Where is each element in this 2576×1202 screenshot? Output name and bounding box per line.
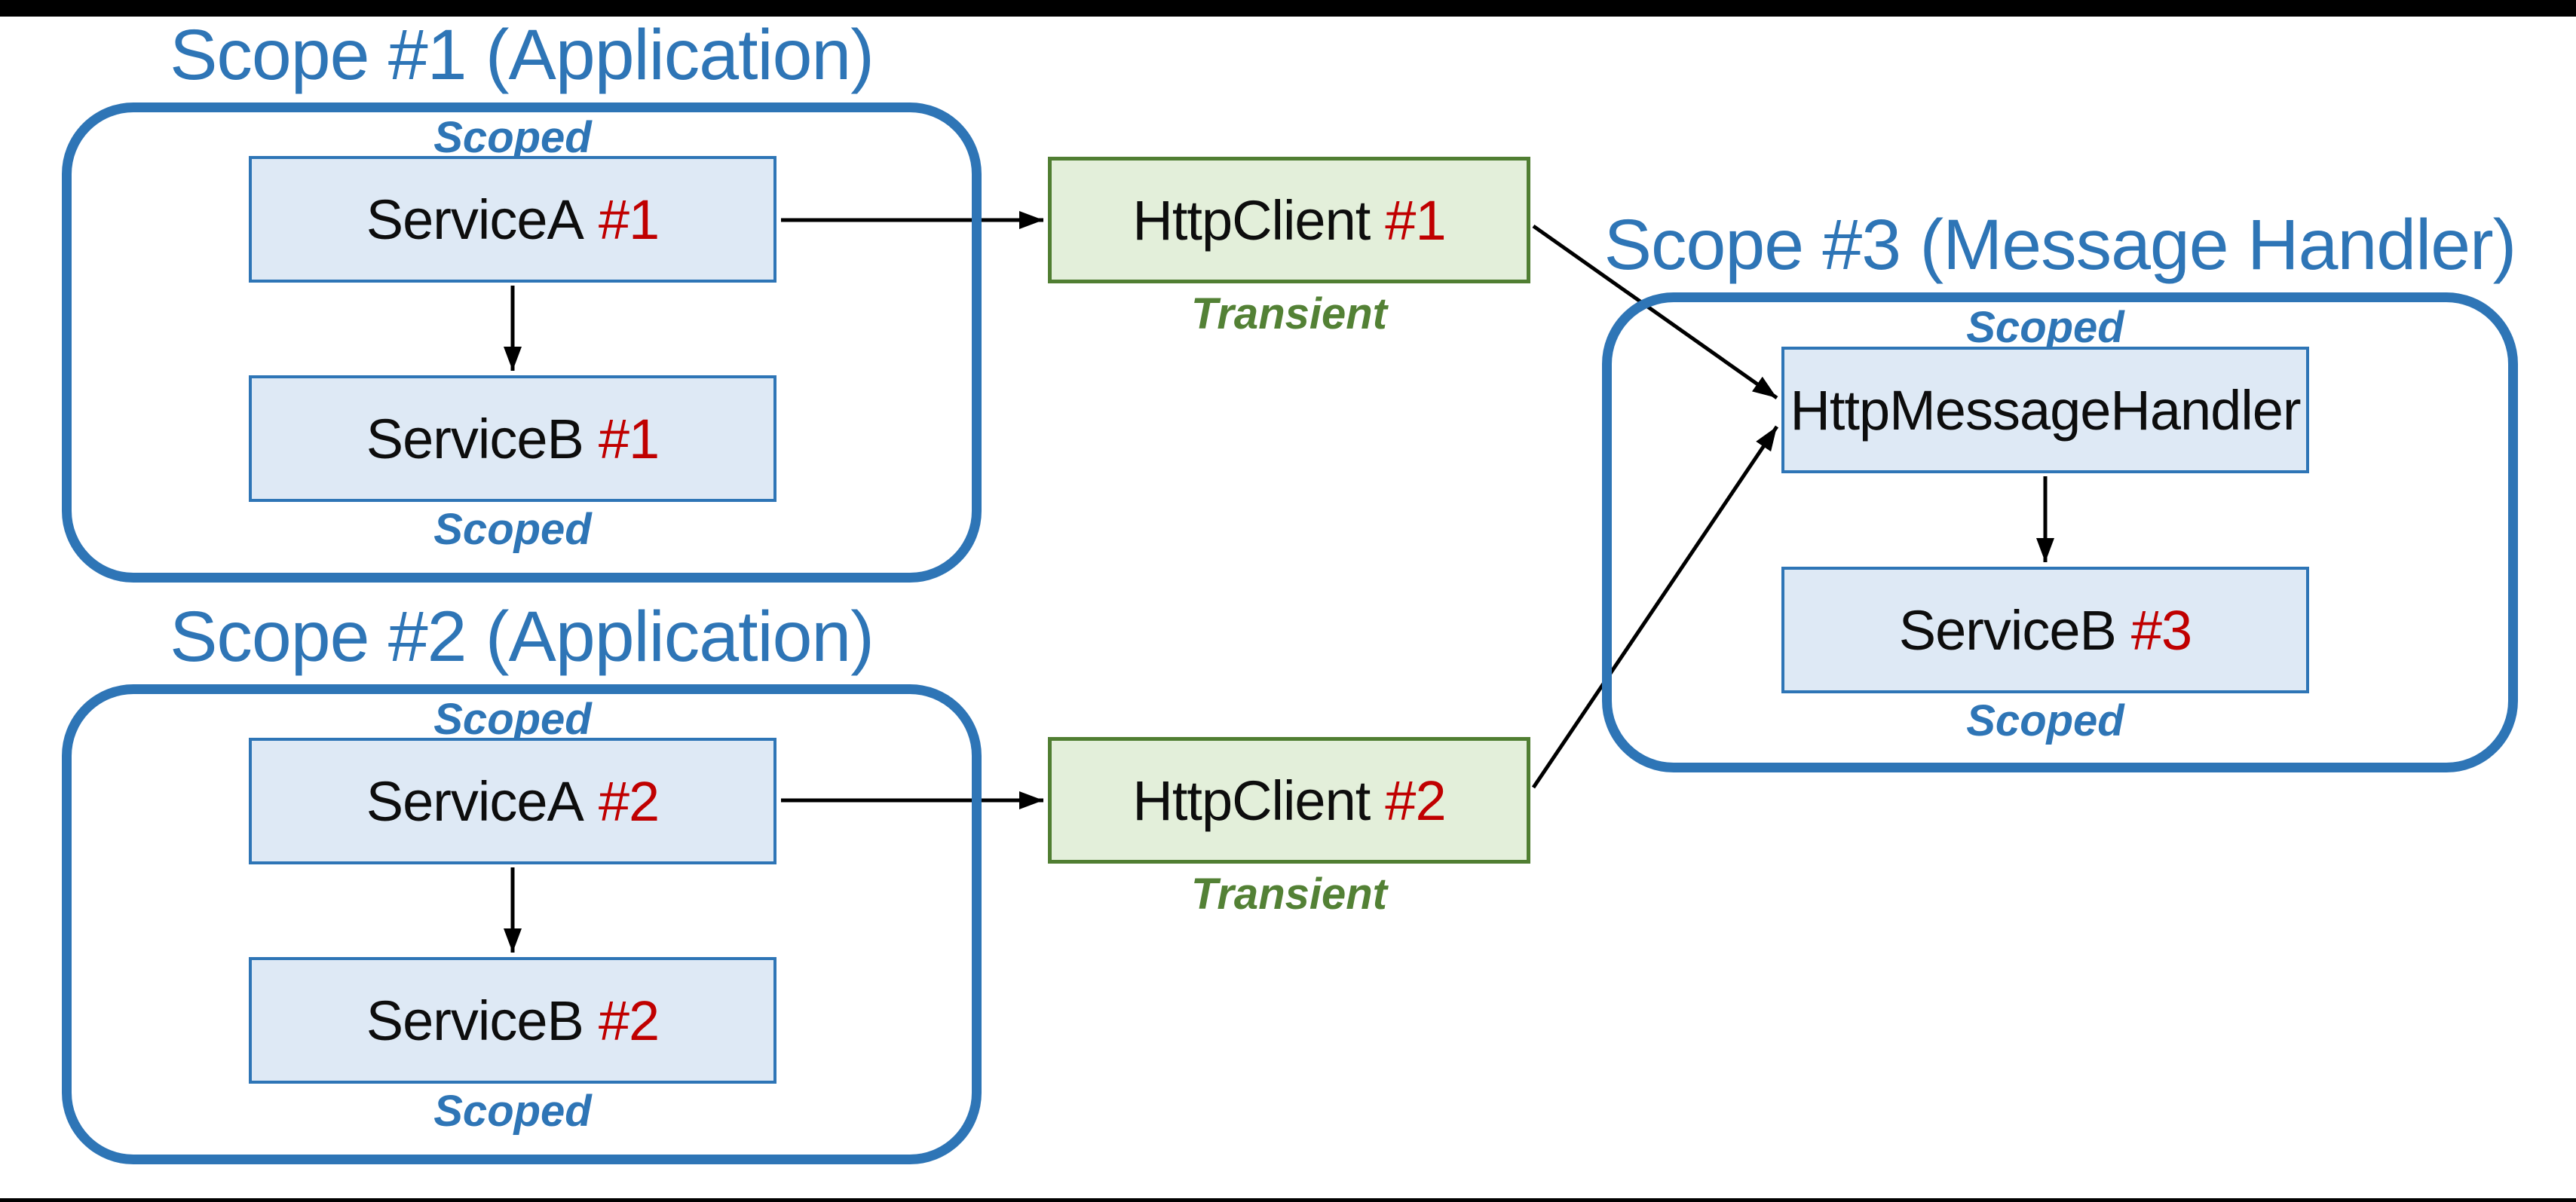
service-a1-instance-tag: #1 [598,188,660,251]
service-b3-instance-tag: #3 [2130,598,2192,662]
service-b2-label: ServiceB [366,989,584,1052]
scope-2-scoped-bottom-label: Scoped [433,1087,592,1136]
service-b2-node: ServiceB #2 [249,957,776,1084]
httpclient-2-label: HttpClient [1132,769,1371,832]
scope-1-title: Scope #1 (Application) [170,15,874,95]
scope-3-container [1602,292,2518,772]
service-b3-label: ServiceB [1898,598,2117,662]
service-a1-node: ServiceA #1 [249,156,776,283]
top-letterbox-bar [0,0,2576,17]
service-b1-label: ServiceB [366,407,584,470]
httpclient-1-node: HttpClient #1 [1048,157,1530,283]
httpclient-1-instance-tag: #1 [1385,188,1446,252]
scope-1-scoped-top-label: Scoped [433,113,592,162]
httpmessagehandler-node: HttpMessageHandler [1781,347,2309,473]
httpmessagehandler-label: HttpMessageHandler [1790,378,2301,442]
service-a2-node: ServiceA #2 [249,738,776,864]
scope-2-container [62,684,982,1164]
service-b2-instance-tag: #2 [598,989,660,1052]
httpclient-1-transient-label: Transient [1190,289,1387,338]
service-b1-instance-tag: #1 [598,407,660,470]
httpclient-2-node: HttpClient #2 [1048,737,1530,864]
scope-3-scoped-bottom-label: Scoped [1966,696,2124,745]
scope-1-scoped-bottom-label: Scoped [433,505,592,554]
httpclient-1-label: HttpClient [1132,188,1371,252]
scope-3-title: Scope #3 (Message Handler) [1603,205,2517,285]
bottom-letterbox-bar [0,1198,2576,1202]
httpclient-2-instance-tag: #2 [1385,769,1446,832]
service-b1-node: ServiceB #1 [249,375,776,502]
service-a2-instance-tag: #2 [598,769,660,833]
httpclient-2-transient-label: Transient [1190,870,1387,919]
service-a1-label: ServiceA [366,188,584,251]
scope-2-scoped-top-label: Scoped [433,695,592,744]
scope-3-scoped-top-label: Scoped [1966,303,2124,352]
scope-1-container [62,102,982,583]
scope-2-title: Scope #2 (Application) [170,597,874,677]
service-b3-node: ServiceB #3 [1781,567,2309,693]
service-a2-label: ServiceA [366,769,584,833]
